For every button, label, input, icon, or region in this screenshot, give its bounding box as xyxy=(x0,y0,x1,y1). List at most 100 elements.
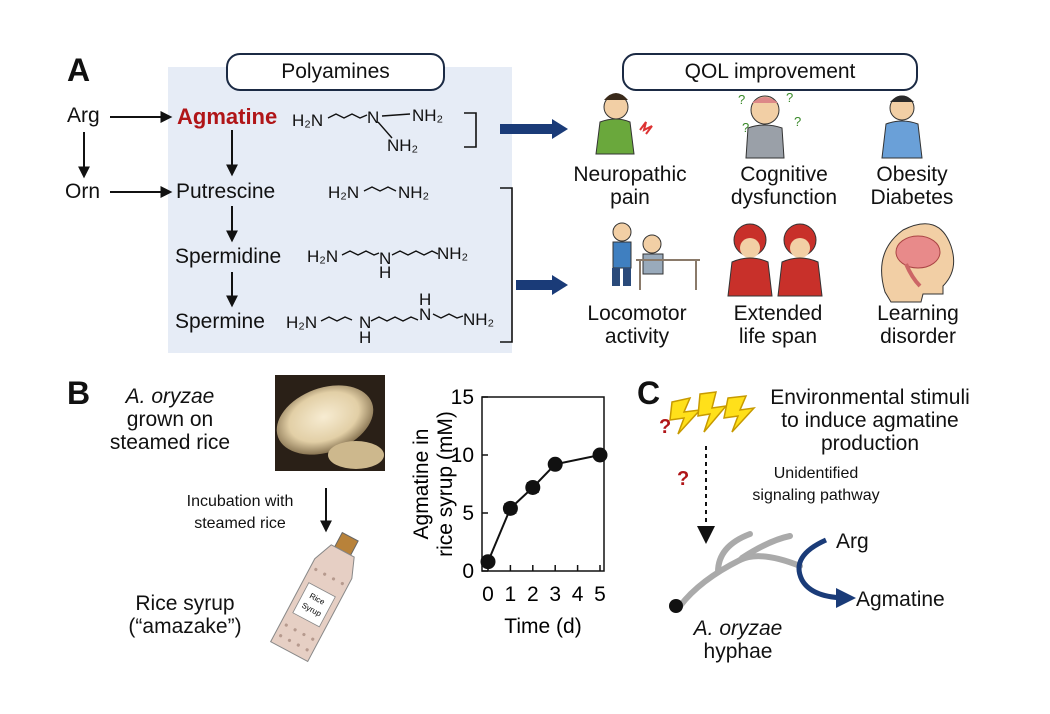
blue-arrow-top xyxy=(500,119,568,139)
rice-photo xyxy=(275,375,385,471)
obesity-diabetes-illustration xyxy=(881,95,923,159)
locomotor-activity-illustration xyxy=(612,222,700,290)
polyamines-header: Polyamines xyxy=(226,53,445,91)
chart-frame xyxy=(481,396,605,572)
benefit-line1: Learning xyxy=(877,302,959,325)
incubation-caption: Incubation with steamed rice xyxy=(160,491,320,535)
spermine-label: Spermine xyxy=(175,310,265,333)
product-line1: Rice syrup xyxy=(135,592,235,615)
x-tick-label: 3 xyxy=(549,583,561,606)
data-point xyxy=(592,447,608,463)
benefit-line2: life span xyxy=(738,325,818,348)
data-point xyxy=(502,500,518,516)
hyphae-line1: A. oryzae xyxy=(693,617,783,640)
x-tick-label: 0 xyxy=(482,583,494,606)
learning-disorder-illustration xyxy=(881,223,955,303)
benefit-line1: Neuropathic xyxy=(573,163,687,186)
x-tick-label: 1 xyxy=(505,583,517,606)
benefit-line2: activity xyxy=(604,325,670,348)
putrescine-nh2: NH₂ xyxy=(398,183,430,202)
question-mark-pathway: ? xyxy=(677,468,690,490)
spermine-h1: H xyxy=(359,328,372,347)
benefit-extended-life-span: Extended life span xyxy=(708,302,848,348)
putrescine-h2n: H₂N xyxy=(328,183,360,202)
orn-label: Orn xyxy=(65,180,101,203)
benefit-neuropathic-pain: Neuropathic pain xyxy=(560,163,700,209)
benefit-line2: disorder xyxy=(880,325,956,348)
extended-life-span-illustration xyxy=(727,223,823,297)
benefit-cognitive-dysfunction: Cognitive dysfunction xyxy=(714,163,854,209)
benefit-line1: Cognitive xyxy=(740,163,828,186)
benefit-line1: Obesity xyxy=(876,163,948,186)
qol-header: QOL improvement xyxy=(622,53,918,91)
spermidine-nh2: NH₂ xyxy=(437,244,469,263)
svg-text:?: ? xyxy=(738,92,745,107)
stimuli-line2: to induce agmatine xyxy=(781,409,959,432)
organism-caption: A. oryzae grown on steamed rice xyxy=(100,385,240,454)
data-point xyxy=(547,456,563,472)
agmatine-nh2-bottom: NH₂ xyxy=(387,136,419,155)
benefit-learning-disorder: Learning disorder xyxy=(848,302,988,348)
data-point xyxy=(525,479,541,495)
product-line2: (“amazake”) xyxy=(128,615,242,638)
putrescine-label: Putrescine xyxy=(176,180,276,203)
hyphae-caption: A. oryzae hyphae xyxy=(668,617,808,663)
benefit-locomotor-activity: Locomotor activity xyxy=(567,302,707,348)
incubation-line1: Incubation with xyxy=(186,493,294,510)
pathway-line1: Unidentified xyxy=(773,465,859,482)
benefit-line2: dysfunction xyxy=(730,186,838,209)
spermine-h2n: H₂N xyxy=(286,313,318,332)
y-axis-label-line1: Agmatine in xyxy=(410,429,433,540)
hyphae-spore xyxy=(669,599,683,613)
rice-syrup-bottle: Rice Syrup xyxy=(269,531,359,663)
hyphae-illustration xyxy=(677,531,803,609)
benefit-line2: Diabetes xyxy=(870,186,954,209)
blue-arrow-bottom xyxy=(516,275,568,295)
spermidine-n: N xyxy=(379,249,392,268)
lightning-icons xyxy=(669,391,756,435)
spermidine-h: H xyxy=(379,263,392,282)
panel-b-label: B xyxy=(67,375,91,411)
organism-line1: A. oryzae xyxy=(125,385,215,408)
stimuli-caption: Environmental stimuli to induce agmatine… xyxy=(752,386,988,455)
pathway-line2: signaling pathway xyxy=(752,487,880,504)
hyphae-line2: hyphae xyxy=(703,640,773,663)
pathway-caption: Unidentified signaling pathway xyxy=(736,463,896,507)
y-tick-label: 0 xyxy=(462,560,474,583)
benefit-line2: pain xyxy=(610,186,650,209)
organism-line2: grown on xyxy=(126,408,214,431)
panel-a-label: A xyxy=(67,52,91,88)
organism-line3: steamed rice xyxy=(109,431,231,454)
stimuli-line3: production xyxy=(820,432,920,455)
y-tick-label: 5 xyxy=(462,502,474,525)
agmatine-n: N xyxy=(367,108,380,127)
x-axis-label: Time (d) xyxy=(504,615,581,638)
data-point xyxy=(480,554,496,570)
spermidine-h2n: H₂N xyxy=(307,247,339,266)
spermidine-label: Spermidine xyxy=(175,245,282,268)
svg-text:?: ? xyxy=(786,90,793,105)
agmatine-product-label: Agmatine xyxy=(856,588,945,611)
agmatine-nh2-top: NH₂ xyxy=(412,106,444,125)
benefit-line1: Extended xyxy=(733,302,823,325)
polyamines-background xyxy=(168,67,512,353)
benefit-obesity-diabetes: Obesity Diabetes xyxy=(842,163,982,209)
spermine-n1: N xyxy=(359,313,372,332)
benefit-line1: Locomotor xyxy=(587,302,687,325)
spermine-h2: H xyxy=(419,290,432,309)
x-tick-label: 4 xyxy=(572,583,584,606)
product-caption: Rice syrup (“amazake”) xyxy=(115,592,255,638)
incubation-line2: steamed rice xyxy=(194,515,286,532)
svg-text:?: ? xyxy=(794,114,801,129)
arg-substrate-label: Arg xyxy=(836,530,869,553)
spermine-n2: N xyxy=(419,305,432,324)
x-tick-label: 2 xyxy=(527,583,539,606)
arg-label: Arg xyxy=(67,104,100,127)
y-tick-label: 10 xyxy=(451,444,474,467)
spermine-nh2: NH₂ xyxy=(463,310,495,329)
stimuli-line1: Environmental stimuli xyxy=(770,386,970,409)
svg-text:?: ? xyxy=(742,120,749,135)
agmatine-h2n: H₂N xyxy=(292,111,324,130)
